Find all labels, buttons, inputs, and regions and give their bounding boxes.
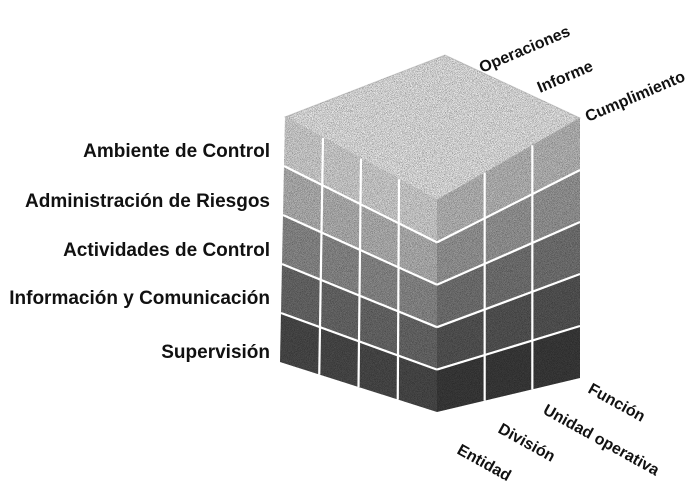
grid-line [436, 324, 581, 371]
objective-label-informe: Informe [535, 58, 596, 97]
grid-line [396, 179, 401, 400]
cube-grid-lines [280, 137, 581, 401]
grid-line [318, 137, 325, 375]
component-label-supervision: Supervisión [161, 342, 270, 363]
cube-top-face-grain [285, 55, 580, 200]
grid-line [436, 220, 581, 286]
grid-line [357, 158, 363, 388]
component-label-actividades: Actividades de Control [63, 240, 270, 261]
objective-label-cumplimiento: Cumplimiento [583, 68, 688, 125]
component-label-riesgos: Administración de Riesgos [25, 191, 270, 212]
entity-label-funcion: Función [585, 381, 648, 426]
entity-label-entidad: Entidad [454, 442, 514, 485]
entity-label-division: División [495, 421, 558, 466]
side-grain [437, 118, 580, 412]
grid-line [436, 272, 581, 329]
objective-label-operaciones: Operaciones [477, 23, 573, 77]
grid-line [436, 169, 581, 244]
component-label-informacion: Información y Comunicación [9, 288, 270, 309]
component-label-ambiente: Ambiente de Control [83, 141, 270, 162]
